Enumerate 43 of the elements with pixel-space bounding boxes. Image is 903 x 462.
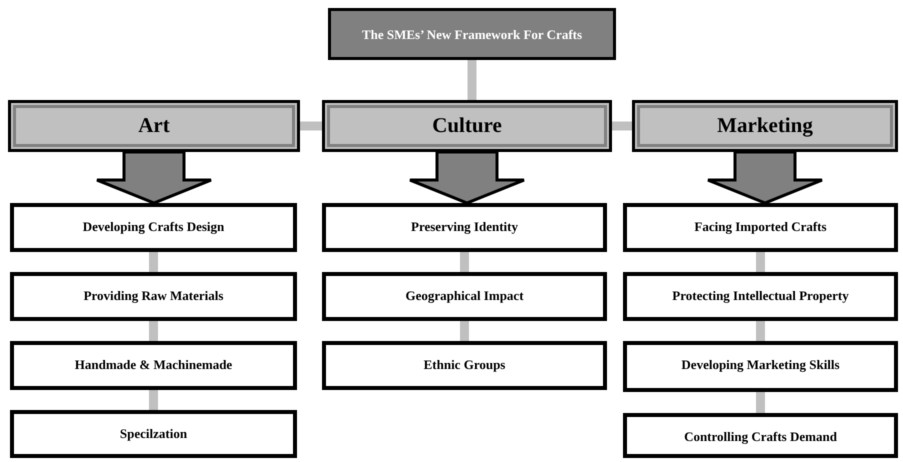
connector-line — [300, 122, 322, 130]
process-box — [623, 203, 898, 252]
node-text: Handmade & Machinemade — [74, 357, 232, 374]
node-text: Art — [138, 112, 170, 140]
node-text: Marketing — [717, 112, 813, 140]
process-box — [322, 272, 607, 321]
category-box — [322, 100, 612, 152]
connector-line — [756, 252, 765, 272]
node-text: Geographical Impact — [405, 288, 524, 305]
process-box — [322, 341, 607, 390]
node-text: The SMEs’ New Framework For Crafts — [362, 26, 582, 42]
category-box — [8, 100, 300, 152]
block-arrow — [408, 150, 526, 205]
connector-line — [149, 321, 158, 341]
node-text: Developing Crafts Design — [82, 219, 224, 236]
process-box — [10, 341, 297, 390]
process-box — [322, 203, 607, 252]
connector-line — [612, 122, 632, 130]
connector-line — [149, 390, 158, 410]
connector-line — [756, 321, 765, 341]
node-text: Providing Raw Materials — [84, 288, 224, 305]
block-arrow — [96, 150, 212, 205]
node-text: Ethnic Groups — [424, 357, 506, 374]
node-text: Facing Imported Crafts — [694, 219, 827, 236]
process-box — [623, 413, 898, 458]
process-box — [10, 410, 297, 458]
node-text: Protecting Intellectual Property — [672, 288, 849, 305]
node-text: Controlling Crafts Demand — [684, 429, 837, 446]
connector-line — [460, 321, 469, 341]
category-box — [632, 100, 898, 152]
process-box — [10, 203, 297, 252]
block-arrow — [706, 150, 824, 205]
node-text: Culture — [432, 112, 502, 140]
node-text: Developing Marketing Skills — [681, 357, 840, 374]
process-box — [623, 341, 898, 392]
connector-line — [460, 252, 469, 272]
connector-line — [149, 252, 158, 272]
node-text: Specilzation — [120, 426, 188, 443]
process-box — [623, 272, 898, 321]
process-box — [10, 272, 297, 321]
title-box — [328, 8, 616, 60]
node-text: Preserving Identity — [411, 219, 518, 236]
connector-line — [468, 60, 476, 100]
